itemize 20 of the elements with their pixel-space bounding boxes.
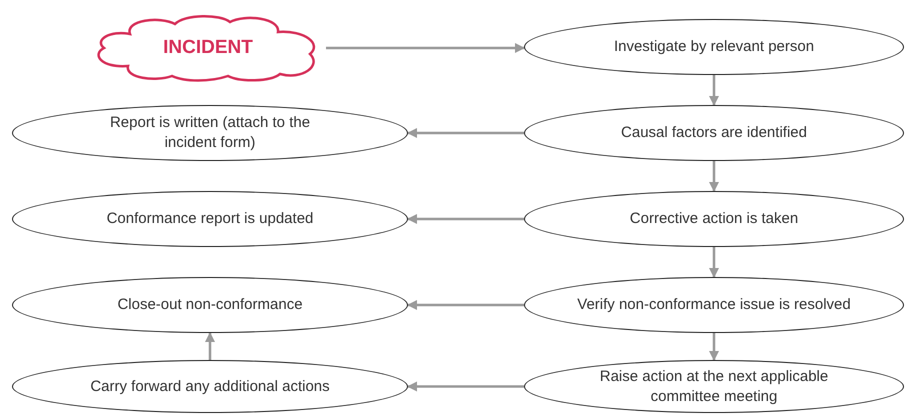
step-text: Close-out non-conformance (117, 295, 303, 315)
step-text: Corrective action is taken (630, 209, 798, 229)
step-text: Verify non-conformance issue is resolved (577, 295, 851, 315)
arrow (407, 214, 524, 224)
arrow (407, 300, 524, 310)
arrow (709, 161, 719, 192)
arrow (709, 75, 719, 106)
step-text: Causal factors are identified (621, 123, 807, 143)
step-text: Investigate by relevant person (614, 37, 814, 57)
arrow (407, 128, 524, 138)
arrow (407, 382, 524, 392)
step-text: Raise action at the next applicable committee meeting (598, 366, 830, 406)
arrow (205, 332, 215, 360)
arrow (326, 43, 525, 53)
step-text: Conformance report is updated (106, 209, 314, 229)
arrow (709, 247, 719, 278)
arrow (709, 333, 719, 361)
step-text: Carry forward any additional actions (90, 376, 330, 396)
incident-label: INCIDENT (163, 36, 253, 60)
step-text: Report is written (attach to the incident form) (108, 113, 312, 153)
